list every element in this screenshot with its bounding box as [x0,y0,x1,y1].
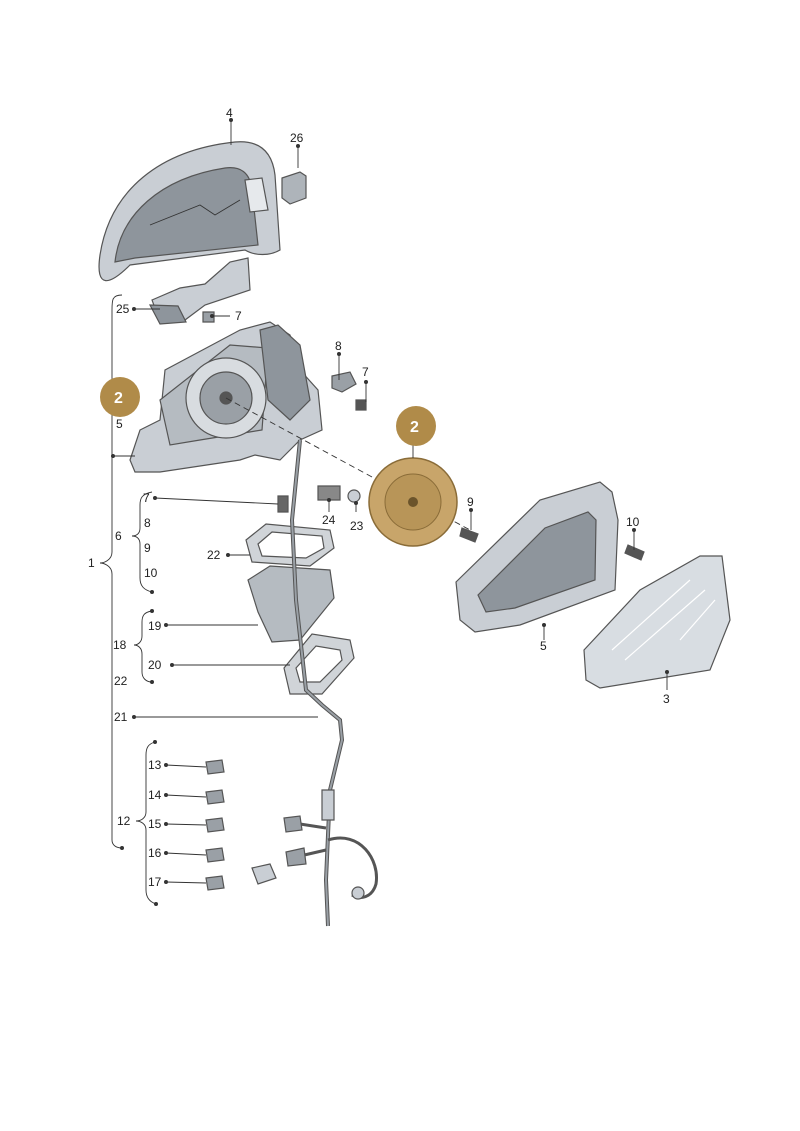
label-10a: 10 [144,566,158,580]
screw-9-part[interactable] [459,527,479,543]
label-9a: 9 [144,541,151,555]
label-4: 4 [226,106,233,120]
label-13: 13 [148,758,162,772]
mirror-glass-part[interactable] [583,555,731,689]
boot-19-part[interactable] [247,565,335,643]
label-8a: 8 [335,339,342,353]
heating-plate-part[interactable] [368,457,458,547]
label-19: 19 [148,619,162,633]
leader-lines [113,120,668,884]
label-22b: 22 [114,674,128,688]
mirror-cover-part[interactable] [98,141,281,282]
label-16: 16 [148,846,162,860]
seal-20-part[interactable] [283,633,355,695]
label-24: 24 [322,513,336,527]
screw-10-part[interactable] [624,544,645,561]
label-18: 18 [113,638,127,652]
label-7a: 7 [235,309,242,323]
label-10b: 10 [626,515,640,529]
label-12: 12 [117,814,131,828]
clip-part[interactable] [281,171,307,205]
label-22a: 22 [207,548,221,562]
label-25: 25 [116,302,130,316]
label-9b: 9 [467,495,474,509]
label-3: 3 [663,692,670,706]
connectors-group[interactable] [205,759,225,891]
brackets [99,294,157,905]
label-7b: 7 [362,365,369,379]
label-8b: 8 [144,516,151,530]
label-6: 6 [115,529,122,543]
wiring-harness-part[interactable] [251,439,378,927]
mirror-frame-part[interactable] [455,481,619,633]
clip-8-part[interactable] [331,371,367,411]
label-5a: 5 [116,417,123,431]
highlight-badge-left[interactable]: 2 [100,377,140,417]
label-14: 14 [148,788,162,802]
badge-left-text: 2 [114,390,123,407]
screws-group[interactable] [277,485,361,513]
seal-22-part[interactable] [245,523,335,567]
label-20: 20 [148,658,162,672]
badge-right-text: 2 [410,419,419,436]
label-17: 17 [148,875,162,889]
part-labels: 4 26 25 7 8 7 5 7 24 23 6 8 9 10 9 10 5 … [88,106,670,889]
highlight-badge-right[interactable]: 2 [396,406,436,446]
leader-dots [111,118,669,906]
label-7c: 7 [143,491,150,505]
label-26: 26 [290,131,304,145]
label-23: 23 [350,519,364,533]
label-21: 21 [114,710,128,724]
label-15: 15 [148,817,162,831]
label-1: 1 [88,556,95,570]
mirror-housing-part[interactable] [129,321,323,473]
label-5b: 5 [540,639,547,653]
